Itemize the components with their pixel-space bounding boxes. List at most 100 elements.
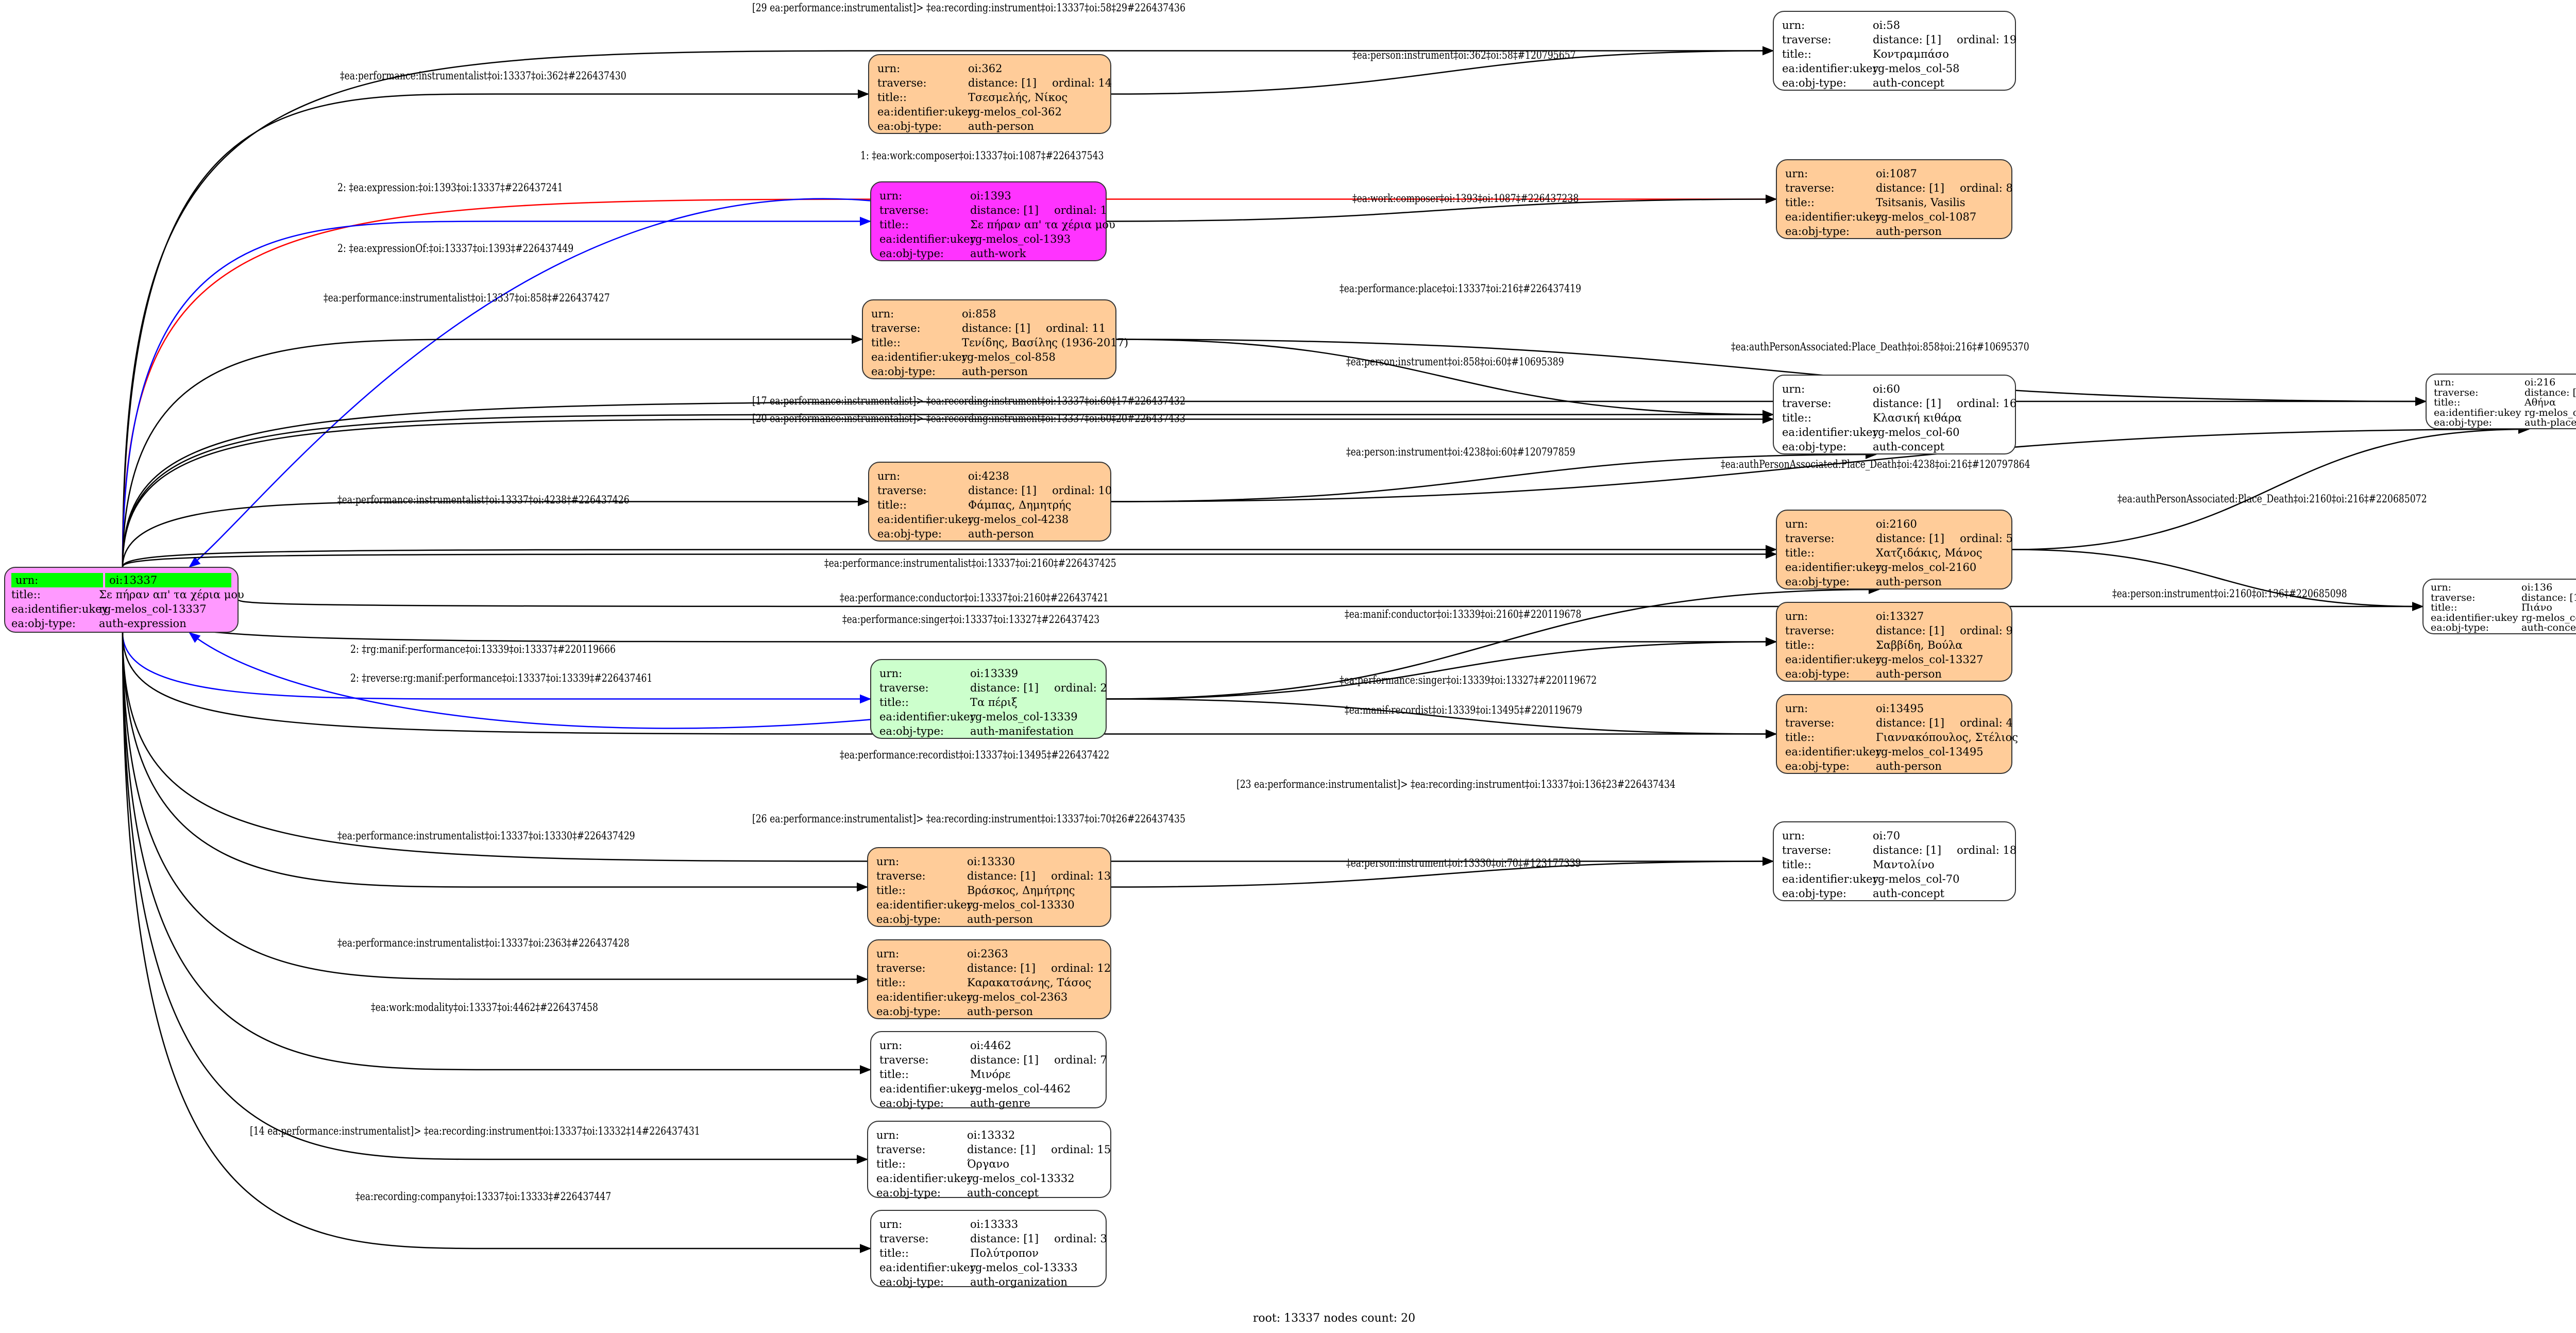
urn-key: urn: xyxy=(1782,383,1805,395)
edge-13337-to-216 xyxy=(122,397,2427,567)
title-value: Καρακατσάνης, Τάσος xyxy=(967,976,1092,989)
urn-value: oi:13495 xyxy=(1876,702,1924,715)
distance-value: distance: [1] xyxy=(970,682,1039,694)
traverse-value: distance: [1]ordinal: 6 xyxy=(2524,387,2576,398)
ukey-key: ea:identifier:ukey xyxy=(876,991,973,1003)
traverse-value: distance: [1]ordinal: 13 xyxy=(967,869,1111,883)
objtype-value: auth-person xyxy=(962,365,1028,378)
traverse-value: distance: [1] ordinal: 15 xyxy=(967,1142,1111,1157)
edge-13337-to-4238 xyxy=(122,497,870,567)
traverse-value: distance: [1]ordinal: 2 xyxy=(970,681,1107,695)
title-row: title::Tsitsanis, Vasilis xyxy=(1785,195,2003,210)
ukey-key: ea:identifier:ukey xyxy=(2431,612,2518,623)
objtype-key: ea:obj-type: xyxy=(877,528,942,540)
title-key: title:: xyxy=(871,336,901,349)
distance-value: distance: [1] xyxy=(1873,397,1942,410)
traverse-row: traverse: distance: [1]ordinal: 5 xyxy=(1785,531,2013,546)
traverse-key: traverse: xyxy=(1782,844,1832,856)
title-value: Μινόρε xyxy=(970,1068,1011,1081)
distance-value: distance: [1] xyxy=(970,1054,1039,1066)
ukey-key: ea:identifier:ukey xyxy=(1785,653,1882,666)
urn-key: urn: xyxy=(876,948,900,960)
objtype-row: ea:obj-type:auth-person xyxy=(1785,575,2003,589)
ordinal-value: ordinal: 4 xyxy=(1960,717,2013,729)
ordinal-value: ordinal: 19 xyxy=(1957,33,2017,46)
ukey-key: ea:identifier:ukey xyxy=(877,513,974,526)
traverse-row: traverse:distance: [1]ordinal: 4 xyxy=(1785,716,2013,730)
ukey-value: rg-melos_col-60 xyxy=(1873,426,1960,438)
objtype-row: ea:obj-type:auth-work xyxy=(879,246,1097,261)
title-value: Σαββίδη, Βούλα xyxy=(1876,639,1963,651)
traverse-key: traverse: xyxy=(1785,532,1835,545)
title-key: title:: xyxy=(876,884,906,897)
urn-value: oi:13333 xyxy=(970,1218,1019,1230)
traverse-row: traverse:distance: [1]ordinal: 10 xyxy=(877,483,1112,498)
ukey-key: ea:identifier:ukey xyxy=(877,106,974,118)
title-value: Χατζιδάκις, Μάνος xyxy=(1876,547,1982,559)
title-row: title::Τενίδης, Βασίλης (1936-2017) xyxy=(871,335,1128,350)
objtype-row: ea:obj-type:auth-manifestation xyxy=(879,724,1097,738)
root-node[interactable]: urn:oi:13337 title::Σε πήραν απ' τα χέρι… xyxy=(4,567,244,633)
title-value: Τσεσμελής, Νίκος xyxy=(968,91,1068,104)
objtype-value: auth-place xyxy=(2524,417,2576,428)
urn-key: urn: xyxy=(11,573,103,587)
traverse-value: distance: [1]ordinal: 8 xyxy=(1876,181,2013,195)
title-row: title::Φάμπας, Δημητρής xyxy=(877,498,1102,512)
title-row: title::Σε πήραν απ' τα χέρια μου xyxy=(11,587,244,602)
urn-row: urn:oi:1393 xyxy=(879,189,1097,203)
urn-row: urn:oi:216 xyxy=(2434,377,2576,388)
urn-key: urn: xyxy=(1785,610,1808,622)
edge-4238-to-216 xyxy=(1111,425,2530,502)
ukey-value: rg-melos_col-13337 xyxy=(99,603,207,615)
objtype-value: auth-person xyxy=(968,120,1034,132)
urn-value: oi:1393 xyxy=(970,190,1011,202)
ukey-value: rg-melos_col-2160 xyxy=(1876,561,1977,573)
urn-value: oi:60 xyxy=(1873,383,1901,395)
objtype-key: ea:obj-type: xyxy=(879,247,944,260)
edge-13337-to-2160 xyxy=(122,549,1777,567)
ukey-value: rg-melos_col-13330 xyxy=(967,899,1075,911)
ordinal-value: ordinal: 7 xyxy=(1054,1054,1107,1066)
title-row: title::Σαββίδη, Βούλα xyxy=(1785,638,2003,652)
urn-row: urn:oi:13495 xyxy=(1785,701,2003,716)
objtype-key: ea:obj-type: xyxy=(1782,887,1846,900)
objtype-key: ea:obj-type: xyxy=(876,1187,941,1199)
edge-13330-to-70 xyxy=(1111,856,1774,888)
ordinal-value: ordinal: 16 xyxy=(1957,397,2017,410)
ordinal-value: ordinal: 15 xyxy=(1051,1143,1111,1156)
title-key: title:: xyxy=(1782,858,1811,871)
traverse-key: traverse: xyxy=(2431,592,2476,603)
ukey-key: ea:identifier:ukey xyxy=(2434,407,2521,418)
objtype-value: auth-person xyxy=(967,913,1033,925)
distance-value: distance: [1] xyxy=(967,1143,1036,1156)
traverse-value: distance: [1]ordinal: 5 xyxy=(1876,531,2013,546)
traverse-row: traverse:distance: [1]ordinal: 15 xyxy=(876,1142,1111,1157)
title-key: title:: xyxy=(1782,48,1811,60)
